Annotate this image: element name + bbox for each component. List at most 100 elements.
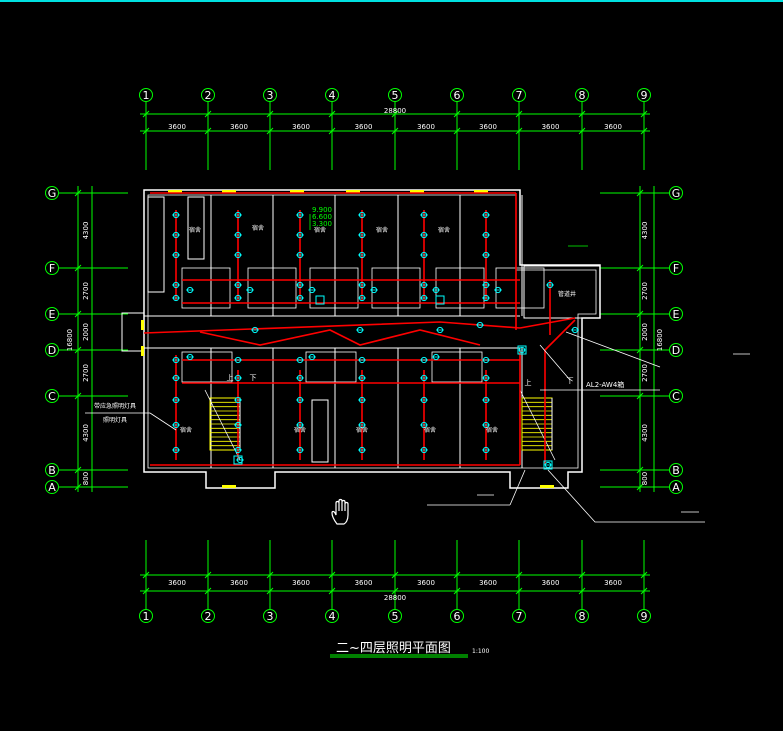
dim-v-label: 2700 xyxy=(641,364,649,382)
axis-bubble xyxy=(669,343,683,357)
light-fixture xyxy=(296,446,304,454)
light-fixture xyxy=(234,294,242,302)
dim-tick xyxy=(74,189,82,197)
stair-arrow xyxy=(519,389,556,461)
drawing-scale: 1:100 xyxy=(472,648,490,655)
light-fixture xyxy=(234,446,242,454)
axis-label-C: C xyxy=(48,390,56,403)
dim-tick xyxy=(453,110,461,118)
leader-line xyxy=(509,469,526,506)
light-fixture xyxy=(172,421,180,429)
dim-tick xyxy=(578,571,586,579)
axis-label-1: 1 xyxy=(143,610,150,623)
dim-tick xyxy=(74,264,82,272)
axis-label-7: 7 xyxy=(516,89,523,102)
axis-label-9: 9 xyxy=(641,610,648,623)
dim-tick xyxy=(74,392,82,400)
light-fixture xyxy=(296,211,304,219)
light-fixture xyxy=(296,231,304,239)
dim-tick xyxy=(391,127,399,135)
light-fixture xyxy=(172,231,180,239)
dim-tick xyxy=(640,127,648,135)
dim-total-bottom: 28800 xyxy=(384,594,406,602)
light-fixture xyxy=(234,374,242,382)
light-fixture xyxy=(546,281,554,289)
bathroom xyxy=(371,267,421,309)
axis-bubble xyxy=(669,186,683,200)
dim-tick xyxy=(636,483,644,491)
light-fixture xyxy=(432,286,440,294)
light-fixture xyxy=(186,353,194,361)
light-fixture xyxy=(420,374,428,382)
dim-tick xyxy=(74,346,82,354)
dim-bay-bottom: 3600 xyxy=(604,579,622,587)
axis-bubble xyxy=(263,609,277,623)
light-fixture xyxy=(482,396,490,404)
light-fixture xyxy=(308,286,316,294)
axis-bubble xyxy=(325,609,339,623)
axis-bubble xyxy=(669,480,683,494)
light-fixture xyxy=(370,286,378,294)
bathroom xyxy=(431,351,483,383)
light-fixture xyxy=(236,456,244,464)
switch-box xyxy=(435,295,445,305)
light-fixture xyxy=(518,346,526,354)
light-fixture xyxy=(482,281,490,289)
switch-box xyxy=(233,455,243,465)
dim-tick xyxy=(636,264,644,272)
fixture-layer xyxy=(172,211,579,470)
light-fixture xyxy=(358,374,366,382)
axis-label-B: B xyxy=(48,464,56,477)
axis-bubble xyxy=(263,88,277,102)
dim-bay-top: 3600 xyxy=(417,123,435,131)
window xyxy=(290,190,304,193)
axis-bubble xyxy=(325,88,339,102)
label-layer: 宿舍宿舍宿舍宿舍宿舍宿舍宿舍宿舍宿舍宿舍9.9006.6003.300管道井AL… xyxy=(85,206,750,523)
window xyxy=(346,190,360,193)
axis-label-4: 4 xyxy=(329,89,336,102)
window xyxy=(410,190,424,193)
dim-tick xyxy=(515,127,523,135)
bathroom xyxy=(181,267,231,309)
elevation-label: 6.600 xyxy=(312,213,332,221)
light-fixture xyxy=(234,421,242,429)
axis-bubble xyxy=(201,609,215,623)
switch-box xyxy=(543,460,553,470)
axis-label-9: 9 xyxy=(641,89,648,102)
axis-label-A: A xyxy=(48,481,56,494)
bathroom xyxy=(305,351,357,383)
dim-bay-bottom: 3600 xyxy=(355,579,373,587)
light-fixture xyxy=(358,446,366,454)
light-fixture xyxy=(296,421,304,429)
light-fixture xyxy=(482,374,490,382)
dim-tick xyxy=(74,483,82,491)
light-fixture xyxy=(482,211,490,219)
light-fixture xyxy=(482,231,490,239)
dim-tick xyxy=(578,110,586,118)
light-fixture xyxy=(571,326,579,334)
dim-tick xyxy=(266,110,274,118)
axis-label-E: E xyxy=(673,308,680,321)
riser-label: 管道井 xyxy=(558,290,576,298)
light-fixture xyxy=(420,251,428,259)
stair-note-2: 照明灯具 xyxy=(103,416,127,424)
bathroom xyxy=(247,267,297,309)
dim-v-label: 2000 xyxy=(82,323,90,341)
light-fixture xyxy=(234,251,242,259)
dim-tick xyxy=(328,587,336,595)
axis-bubble xyxy=(45,480,59,494)
axis-bubble xyxy=(512,88,526,102)
dim-bay-bottom: 3600 xyxy=(230,579,248,587)
axis-label-D: D xyxy=(48,344,56,357)
riser-room xyxy=(523,265,601,319)
light-fixture xyxy=(482,356,490,364)
wire-run xyxy=(519,317,576,329)
dim-bay-bottom: 3600 xyxy=(542,579,560,587)
light-fixture xyxy=(420,421,428,429)
dim-v-label: 2000 xyxy=(641,323,649,341)
axis-bubble xyxy=(637,609,651,623)
dim-tick xyxy=(636,310,644,318)
axis-label-G: G xyxy=(48,187,57,200)
dim-tick xyxy=(328,571,336,579)
